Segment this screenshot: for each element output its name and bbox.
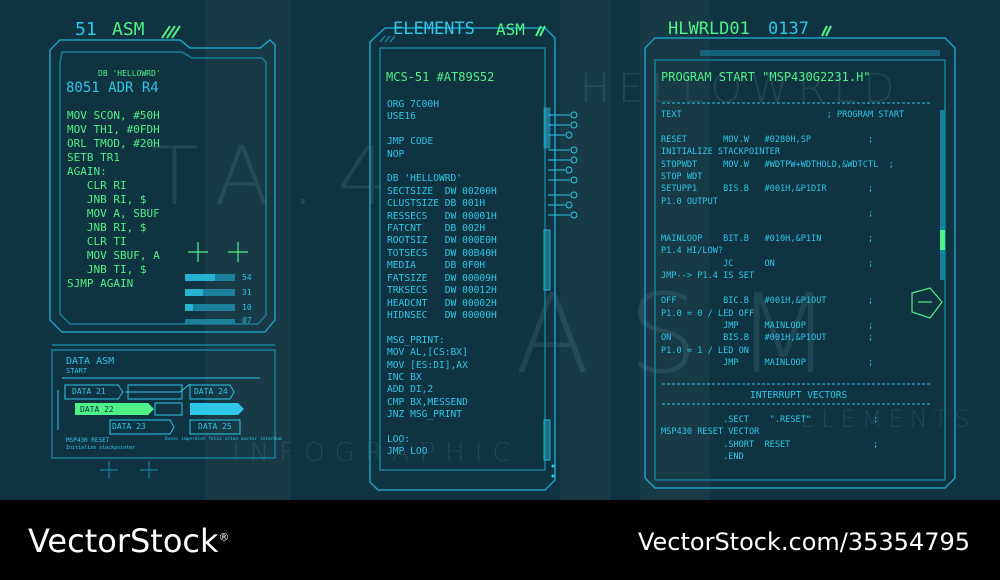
brand-logo: VectorStock® [28, 522, 230, 560]
ghost-text-hellowrld: HELLOWRLD [580, 66, 903, 112]
panel2-inner-frame [379, 47, 546, 471]
registered-mark: ® [218, 530, 230, 544]
data-asm-title: DATA ASM [66, 356, 115, 367]
scrollbar-thumb [940, 230, 945, 250]
panel1-code: MOV SCON, #50H MOV TH1, #0FDH ORL TMOD, … [67, 109, 160, 290]
data-highlight-box [190, 403, 244, 415]
panel3-header-title: HLWRLD01 [668, 19, 750, 39]
data-item-23: DATA 23 [112, 422, 146, 431]
panel3-code: TEXT ; PROGRAM START RESET MOV.W #0280H,… [661, 110, 905, 369]
level-value: 31 [242, 288, 252, 297]
data-item-22: DATA 22 [80, 405, 114, 414]
panel1-db-line: DB 'HELLOWRD' [98, 69, 161, 78]
data-asm-footer-title: MSP430 RESET [66, 437, 110, 444]
panel1-header-title: ASM [112, 19, 145, 40]
level-value: 10 [242, 303, 252, 312]
data-empty-box [127, 384, 183, 400]
hatched-bar [700, 50, 940, 56]
data-asm-start: START [66, 367, 88, 375]
ghost-text-asm: ASM [515, 270, 869, 398]
panel1-header-num: 51 [75, 19, 97, 40]
panel3-subtitle: PROGRAM START "MSP430G2231.H" [661, 70, 871, 84]
pentagon-icon [911, 287, 943, 319]
ghost-text-infographic: INFOGRAPHIC [232, 438, 521, 468]
level-value: 54 [242, 273, 252, 282]
level-value: 07 [242, 316, 252, 325]
data-25-box [189, 419, 241, 435]
panel3-header-num: 0137 [768, 19, 809, 39]
hud-frames [49, 25, 956, 491]
data-asm-footer-right: Donec imperdiet felis vitae auctor inter… [165, 437, 282, 442]
panel1-subtitle: 8051 ADR R4 [66, 80, 159, 96]
crosshair-icons [100, 242, 248, 479]
circuit-decoration [543, 107, 578, 461]
panel3-code2: .SECT ".RESET" ; MSP430 RESET VECTOR .SH… [661, 415, 879, 463]
data-item-25: DATA 25 [198, 422, 232, 431]
data-asm-footer-sub: Initialize stackpointer [66, 445, 136, 451]
ghost-text-elements: ELEMENTS [800, 405, 976, 433]
panel1-inner-frame [59, 51, 267, 325]
panel3-frame [644, 37, 956, 489]
watermark-footer: VectorStock® VectorStock.com/35354795 [0, 500, 1000, 580]
panel2-frame [369, 27, 556, 491]
hud-canvas: TA.4 ASM INFOGRAPHIC HELLOWRLD ELEMENTS [0, 0, 1000, 500]
data-23-connector [109, 419, 175, 435]
panel3-inner-frame [654, 59, 946, 481]
image-id: VectorStock.com/35354795 [637, 528, 970, 556]
panel2-code: ORG 7C00H USE16 JMP CODE NOP DB 'HELLOWR… [387, 99, 497, 458]
panel1-frame [49, 38, 276, 333]
data-22-box [75, 403, 154, 415]
data-item-21: DATA 21 [72, 387, 106, 396]
data-asm-frame [51, 349, 276, 459]
data-24-box [189, 384, 235, 400]
panel2-subtitle: MCS-51 #AT89S52 [386, 70, 495, 84]
panel2-header-asm: ASM [496, 20, 525, 39]
panel2-header-title: ELEMENTS [393, 19, 475, 39]
data-21-box [64, 384, 124, 400]
panel3-vectors-title: INTERRUPT VECTORS [750, 390, 848, 401]
brand-name: VectorStock [28, 522, 219, 560]
ghost-text-ta4: TA.4 [150, 130, 411, 223]
level-bars [185, 274, 235, 324]
scrollbar-track [940, 110, 945, 280]
data-item-24: DATA 24 [194, 387, 228, 396]
